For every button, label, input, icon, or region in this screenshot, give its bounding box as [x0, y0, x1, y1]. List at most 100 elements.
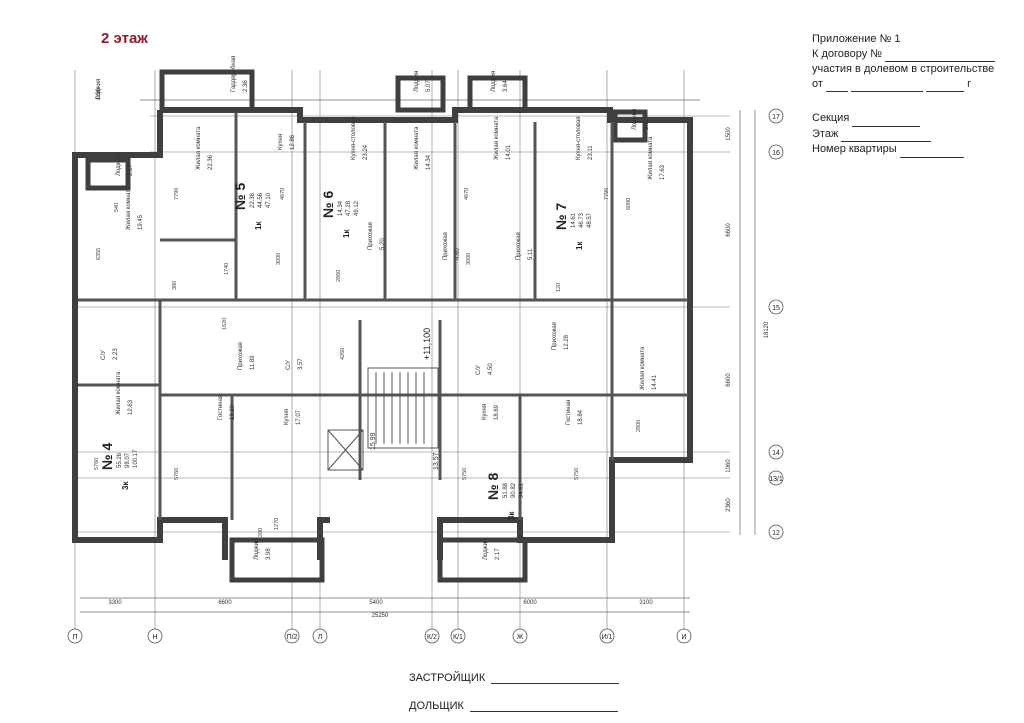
- apartment-area: 46.73: [579, 212, 585, 228]
- apartment-type: 3к: [507, 511, 516, 520]
- room-label: С/У: [101, 350, 107, 360]
- floor-field[interactable]: [841, 131, 932, 142]
- room-label: 14.01: [506, 144, 512, 160]
- room-label: 2.17: [128, 164, 134, 176]
- axis-marker: [512, 628, 528, 644]
- section-field[interactable]: [852, 116, 921, 127]
- room-label: Прихожая: [516, 232, 522, 260]
- axis-marker: [147, 628, 163, 644]
- apartment-area: 44.56: [258, 192, 264, 208]
- room-label: С/У: [476, 365, 482, 375]
- dimension-label: 18120: [764, 321, 770, 338]
- room-label: 3.98: [266, 548, 272, 560]
- stairwell: [327, 367, 439, 471]
- contract-line: К договору №: [812, 47, 996, 62]
- apartment-area: 100.17: [133, 449, 139, 468]
- apartment-number-label: Номер квартиры: [812, 143, 897, 155]
- axis-marker: [450, 628, 466, 644]
- floor-label: Этаж: [812, 127, 839, 140]
- dimension-label: 1060: [726, 459, 732, 473]
- room-label: 14.41: [652, 374, 658, 390]
- room-label: Кухня: [482, 404, 488, 420]
- dimension-label: 6080: [626, 198, 632, 210]
- dimension-label: 7790: [604, 188, 610, 200]
- room-label: Жилая комната: [414, 126, 420, 170]
- room-label: Жилая комната: [640, 346, 646, 390]
- date-day-field[interactable]: [825, 81, 848, 92]
- axis-label: 15: [772, 305, 780, 312]
- dimension-label: 2360: [726, 498, 732, 512]
- date-year-field[interactable]: [926, 81, 965, 92]
- room-label: Жилая комната: [116, 371, 122, 415]
- apartment-type: 1к: [342, 229, 351, 238]
- room-label: Лоджия: [96, 79, 102, 100]
- room-label: Кухня: [284, 409, 290, 425]
- apartment-number: № 7: [553, 203, 569, 230]
- apartment-area: 55.26: [117, 452, 123, 468]
- dimension-label: 120: [556, 283, 562, 292]
- axis-marker: [599, 628, 615, 644]
- room-label: 19.45: [138, 214, 144, 230]
- room-label: 4.60: [455, 248, 461, 260]
- dimension-label: 2800: [636, 420, 642, 432]
- dimension-label: 5400: [369, 600, 383, 606]
- appendix-title: Приложение № 1: [812, 33, 901, 45]
- apartment-area: 90.82: [511, 482, 517, 498]
- room-label: Лоджия: [414, 71, 420, 92]
- room-label: Жилая комната: [494, 116, 500, 160]
- dimension-label: 1200: [258, 528, 264, 540]
- dimension-label: 1270: [274, 518, 280, 530]
- room-label: Жилая комната: [648, 136, 654, 180]
- room-label: 2.23: [113, 348, 119, 360]
- room-label: 5.20: [380, 238, 386, 250]
- room-label: Прихожая: [238, 342, 244, 370]
- axis-marker: [768, 444, 784, 460]
- interior-walls: [78, 112, 688, 520]
- room-label: 18.69: [494, 404, 500, 420]
- contract-number-field[interactable]: [885, 51, 996, 62]
- apartment-area: 47.10: [266, 192, 272, 208]
- elevation-mark: +11,100: [422, 328, 432, 360]
- room-label: Гостиная: [218, 395, 224, 420]
- stair-label: 13.57: [433, 452, 440, 470]
- axis-label: 16: [772, 150, 780, 157]
- room-label: 3.64: [503, 80, 509, 92]
- dimension-label: 5760: [94, 458, 100, 470]
- room-label: 23.24: [363, 144, 369, 160]
- participation-text: участия в долевом в строительстве: [812, 63, 995, 75]
- apartment-number: № 8: [485, 473, 501, 500]
- apartment-area: 94.61: [519, 482, 525, 498]
- dimension-label: 3300: [108, 600, 122, 606]
- appendix-block: Приложение № 1 К договору № участия в до…: [812, 32, 996, 92]
- apartment-number: № 5: [232, 183, 248, 210]
- room-label: Жилая комната: [196, 126, 202, 170]
- axis-label: Н: [152, 634, 157, 641]
- room-label: 23.11: [588, 145, 594, 160]
- axis-label: 12: [772, 530, 780, 537]
- axis-marker: [424, 628, 440, 644]
- date-prefix: от: [812, 78, 823, 90]
- apartment-number-field[interactable]: [899, 147, 964, 158]
- room-label: 22.36: [208, 154, 214, 170]
- developer-signature-field[interactable]: [491, 673, 620, 684]
- dimension-label: 2860: [336, 270, 342, 282]
- contract-label: К договору №: [812, 48, 883, 60]
- dimension-label: 1500: [726, 127, 732, 141]
- developer-label: ЗАСТРОЙЩИК: [409, 672, 486, 684]
- room-label: 18.20: [230, 404, 236, 420]
- developer-signature: ЗАСТРОЙЩИК: [409, 672, 620, 684]
- room-label: Кухня: [278, 134, 284, 150]
- room-label: 11.89: [250, 355, 256, 370]
- dimension-label: 4670: [464, 188, 470, 200]
- dimension-label: 3000: [276, 253, 282, 265]
- room-label: 3.57: [298, 358, 304, 370]
- dimension-label: 3100: [639, 600, 653, 606]
- shareholder-signature-field[interactable]: [469, 701, 618, 712]
- dimension-label: 1620: [222, 318, 228, 330]
- room-label: Гостиная: [566, 400, 572, 425]
- apartment-area: 22.36: [250, 192, 256, 208]
- date-month-field[interactable]: [851, 81, 924, 92]
